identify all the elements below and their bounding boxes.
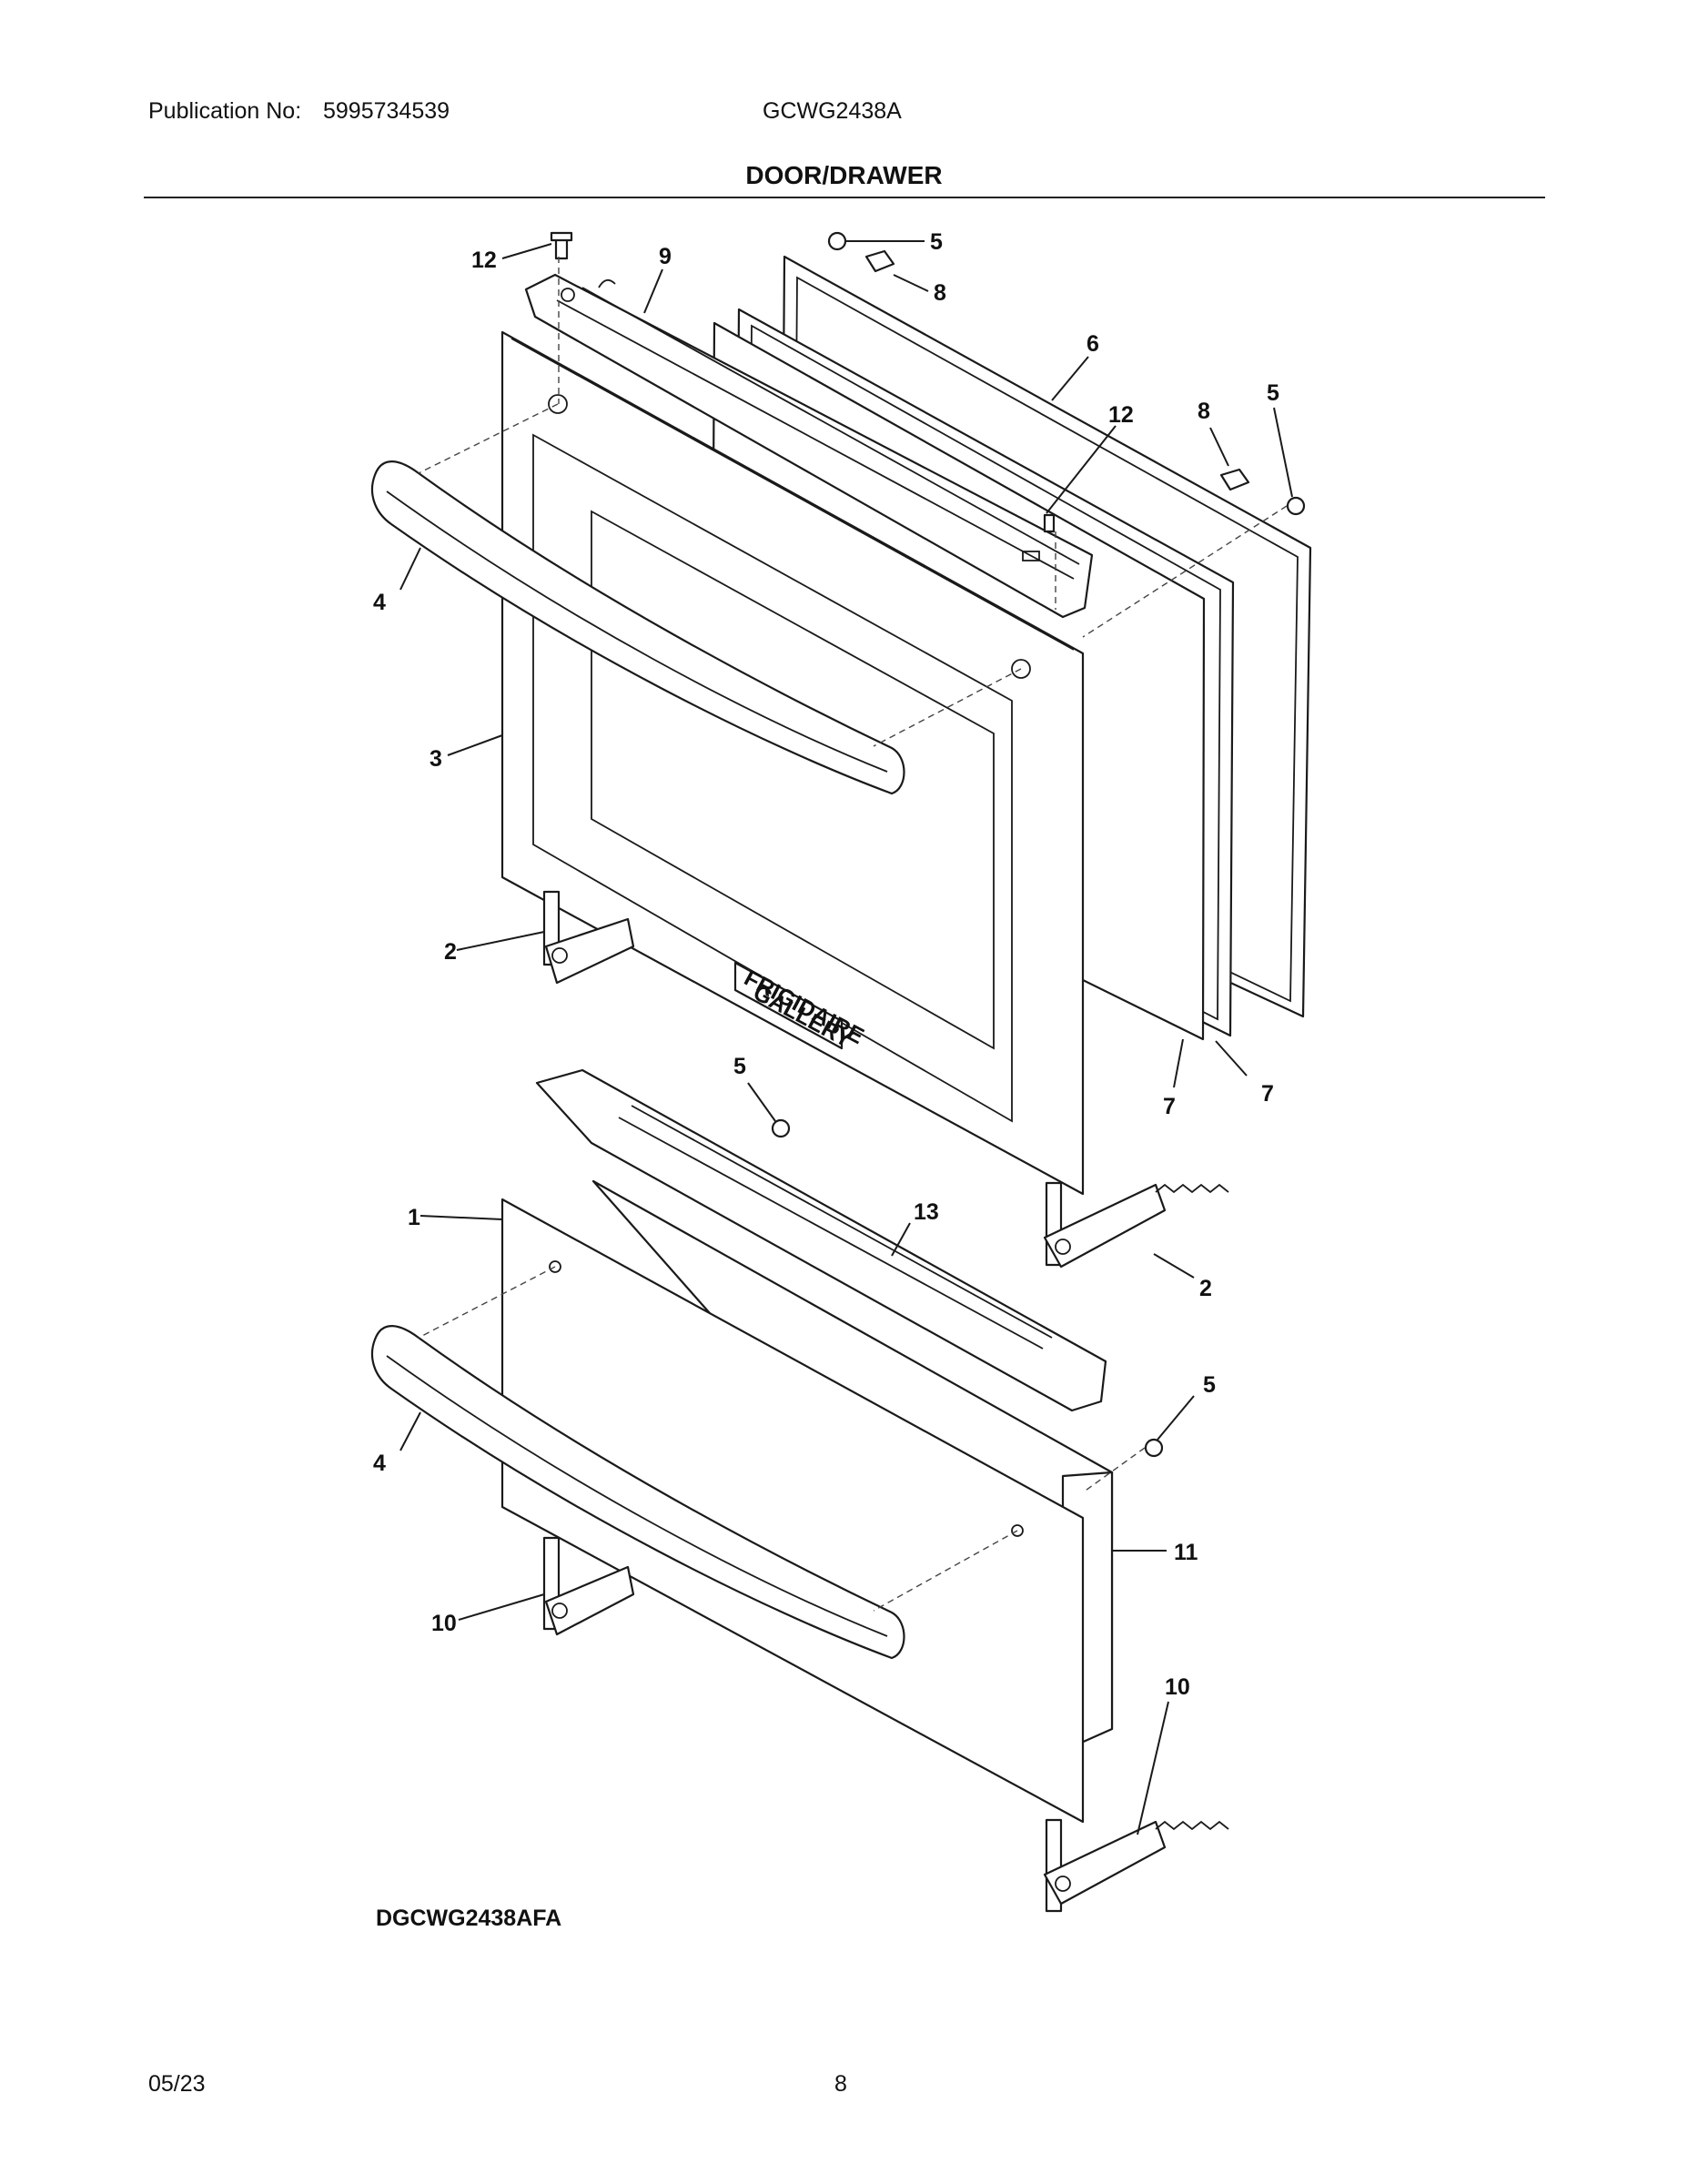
callout-2: 2: [1199, 1276, 1212, 1301]
drawer-hinge-10-right: [1043, 1818, 1229, 1913]
publication-label: Publication No:: [148, 98, 302, 124]
callout-5: 5: [733, 1054, 746, 1079]
callout-2: 2: [444, 939, 457, 965]
drawer-hinge-10-left: [542, 1536, 635, 1636]
callout-8: 8: [934, 280, 946, 306]
door-top-trim-9: [524, 273, 1094, 619]
callout-5: 5: [930, 229, 943, 255]
callout-10: 10: [1165, 1674, 1190, 1700]
callout-7: 7: [1163, 1094, 1176, 1119]
screw-12-right: [1043, 513, 1056, 533]
callout-12: 12: [1108, 402, 1134, 428]
upper-hinge-2-left: [542, 890, 635, 985]
callout-1: 1: [408, 1205, 420, 1230]
callout-5: 5: [1203, 1372, 1216, 1398]
callout-10: 10: [431, 1611, 457, 1636]
upper-hinge-2-right: [1043, 1181, 1229, 1269]
diagram-code: DGCWG2438AFA: [376, 1906, 562, 1931]
drawer-top-trim-13: [535, 1068, 1107, 1412]
screw-12-top: [550, 231, 573, 260]
door-handle-4-upper: [371, 460, 905, 795]
screw-5-middle: [771, 1118, 791, 1138]
callout-6: 6: [1087, 331, 1099, 357]
callout-12: 12: [471, 248, 497, 273]
callout-13: 13: [914, 1199, 939, 1225]
screw-5-top: [827, 231, 847, 251]
clip-8-top: [864, 249, 895, 273]
screw-5-right: [1286, 496, 1306, 516]
callout-5: 5: [1267, 380, 1279, 406]
header-divider: [144, 197, 1545, 198]
callout-11: 11: [1174, 1540, 1198, 1565]
model-number: GCWG2438A: [763, 98, 902, 124]
screw-5-drawer: [1144, 1438, 1164, 1458]
publication-number: 5995734539: [323, 98, 450, 124]
callout-9: 9: [659, 244, 672, 269]
page-number: 8: [834, 2071, 847, 2097]
footer-date: 05/23: [148, 2071, 206, 2097]
callout-3: 3: [430, 746, 442, 772]
leader-lines: [399, 240, 1293, 1835]
alignment-lines: [418, 257, 1288, 1612]
callout-4: 4: [373, 1451, 386, 1476]
callout-4: 4: [373, 590, 386, 615]
door-handle-4-lower: [371, 1325, 905, 1660]
callout-7: 7: [1261, 1081, 1274, 1107]
clip-8-right: [1219, 468, 1250, 491]
callout-labels: 12 9 5 8 6 12 8 5 4 3 2 5 7 7 1 13 2 5 4…: [373, 229, 1279, 1700]
callout-8: 8: [1198, 399, 1210, 424]
section-title: DOOR/DRAWER: [745, 161, 943, 189]
